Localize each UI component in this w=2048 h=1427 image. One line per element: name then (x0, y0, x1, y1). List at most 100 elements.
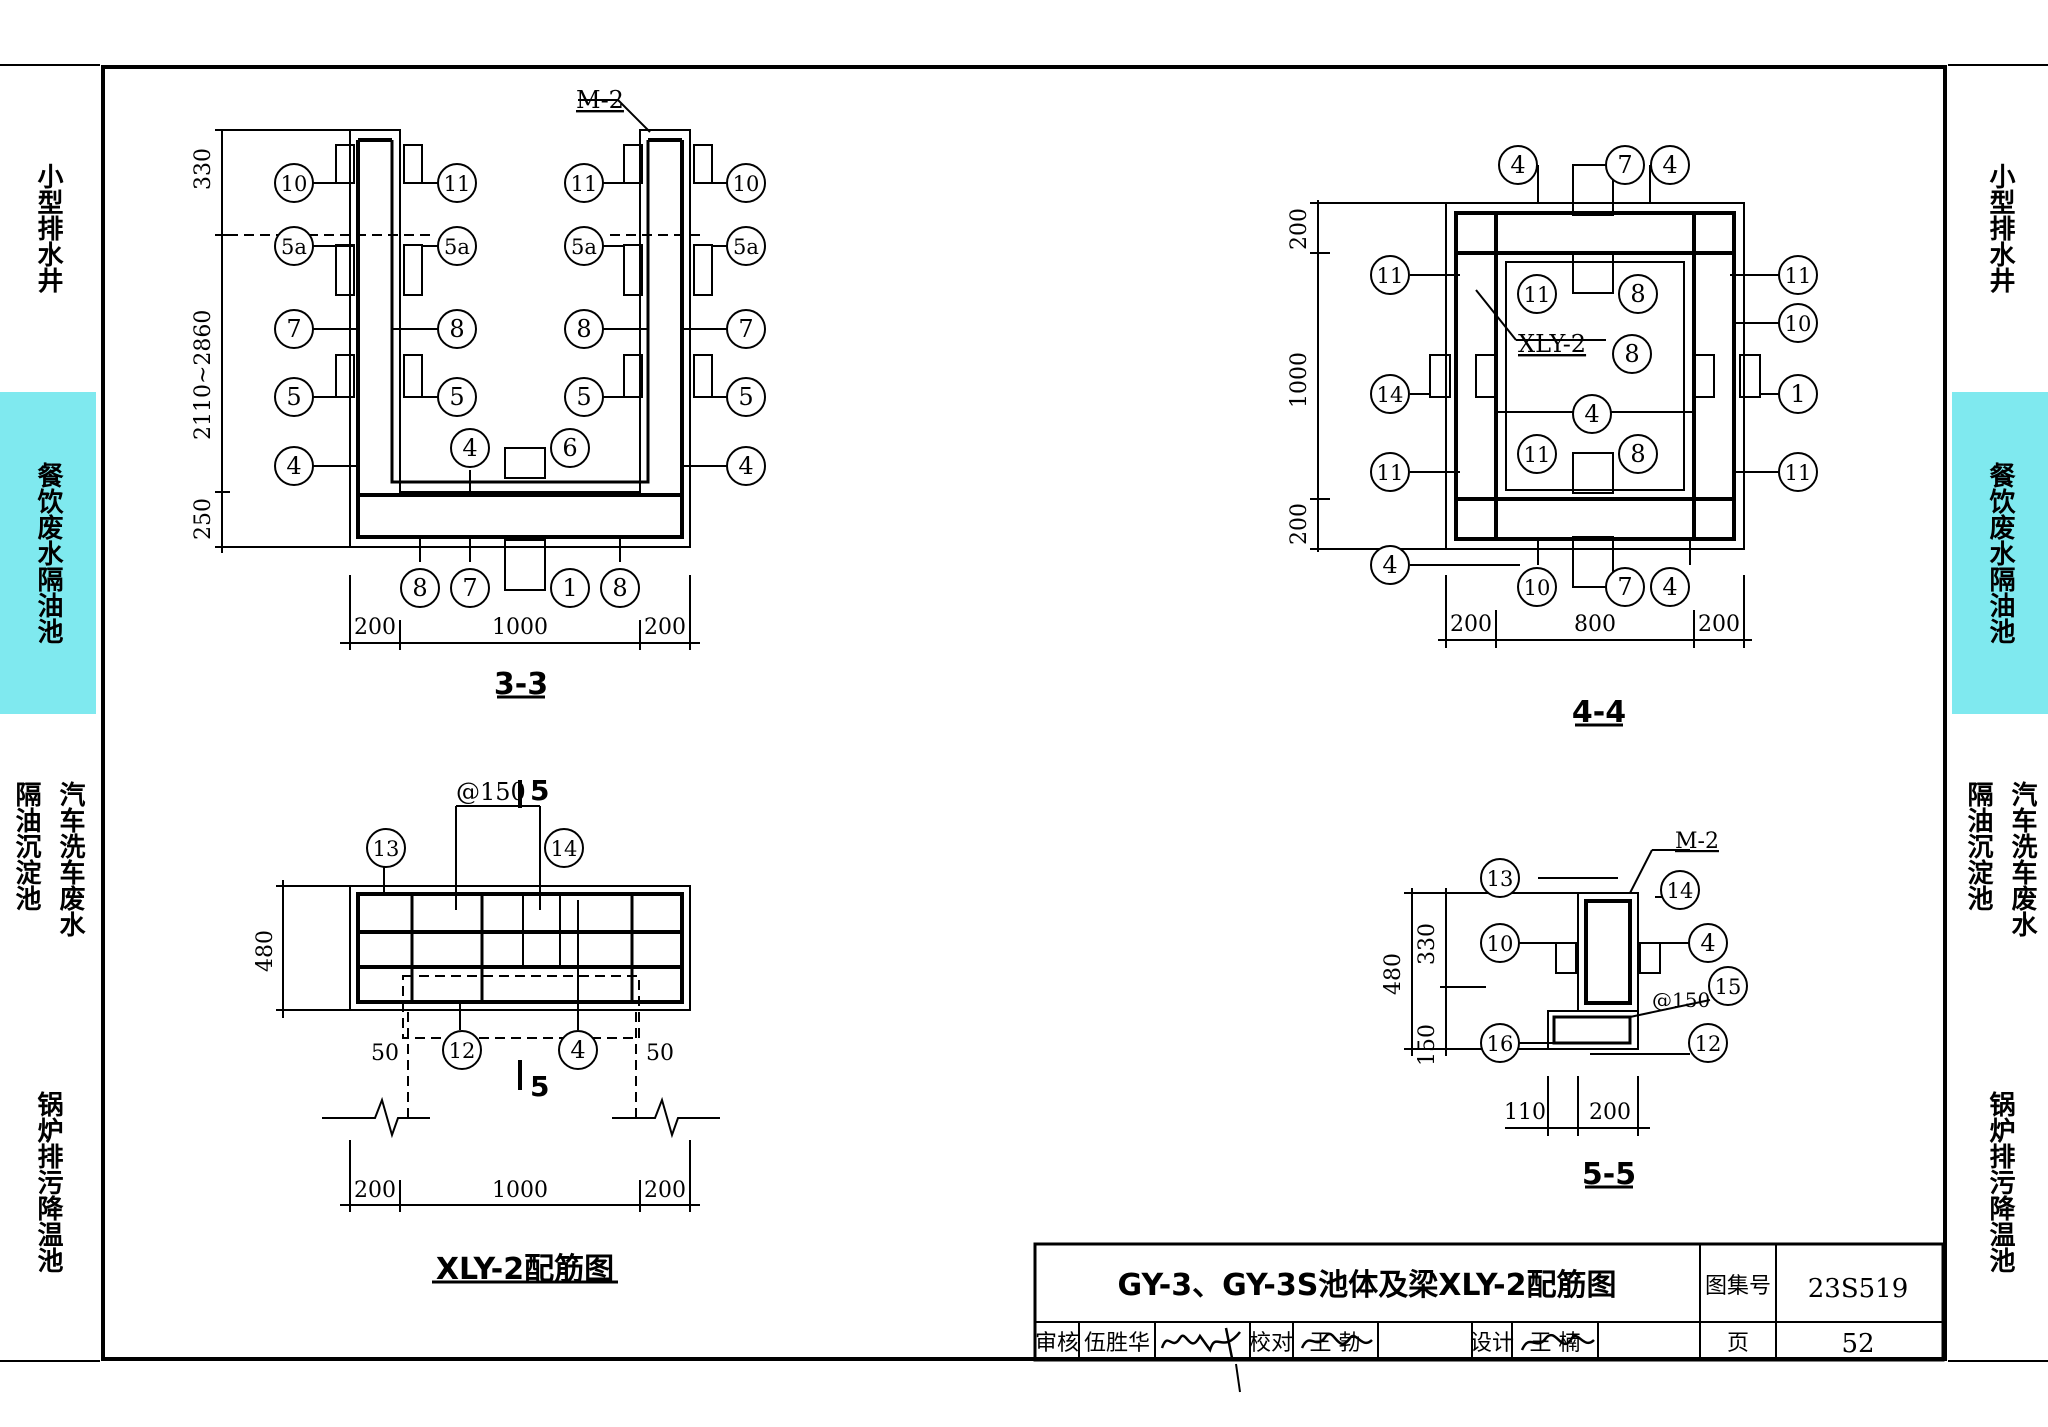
design-label: 设计 (1470, 1331, 1514, 1356)
rebar-callout: 7 (726, 309, 766, 349)
svg-text:1: 1 (562, 574, 577, 602)
drawing-title: GY-3、GY-3S池体及梁XLY-2配筋图 (1117, 1268, 1616, 1303)
rebar-callout: 14 (544, 828, 584, 868)
rebar-callout: 4 (274, 446, 314, 486)
rebar-callout: 8 (1618, 274, 1658, 314)
section-4-4 (1310, 164, 1780, 727)
svg-text:7: 7 (1617, 151, 1632, 179)
dim-label: 2110~2860 (191, 310, 216, 440)
tab-divider (1948, 1360, 2048, 1362)
tab-divider (1948, 64, 2048, 66)
rebar-callout: 5a (437, 226, 477, 266)
rebar-callout: 10 (1778, 303, 1818, 343)
checker-name: 王 勃 (1310, 1331, 1361, 1356)
rebar-callout: 10 (1480, 923, 1520, 963)
rebar-callout: 4 (1650, 567, 1690, 607)
spacing-label: @150 (456, 778, 526, 806)
rebar-callout: 14 (1660, 870, 1700, 910)
dim-label: 200 (1698, 612, 1740, 637)
svg-text:10: 10 (733, 172, 760, 196)
rebar-callout: 11 (564, 163, 604, 203)
svg-text:7: 7 (1617, 573, 1632, 601)
rebar-callout: 8 (1612, 334, 1652, 374)
svg-text:4: 4 (738, 452, 753, 480)
xly2-label: XLY-2 (1518, 330, 1586, 358)
svg-text:12: 12 (449, 1039, 476, 1063)
section-5-5 (1404, 849, 1711, 1189)
section-mark: 5 (530, 1070, 549, 1103)
dim-label: 150 (1415, 1024, 1440, 1066)
rebar-callout: 14 (1370, 374, 1410, 414)
svg-text:14: 14 (551, 837, 578, 861)
page-number: 52 (1841, 1329, 1874, 1359)
svg-text:16: 16 (1487, 1032, 1514, 1056)
svg-text:1: 1 (1790, 380, 1805, 408)
side-tab-label: 餐饮废水隔油池 (33, 462, 63, 644)
rebar-callout: 5a (564, 226, 604, 266)
rebar-callout: 4 (1572, 394, 1612, 434)
rebar-callout: 11 (437, 163, 477, 203)
rebar-callout: 8 (400, 568, 440, 608)
tab-divider (0, 1360, 100, 1362)
svg-text:5: 5 (449, 383, 464, 411)
svg-text:11: 11 (1785, 461, 1812, 485)
svg-text:8: 8 (1630, 440, 1645, 468)
svg-text:5: 5 (738, 383, 753, 411)
svg-text:13: 13 (373, 837, 400, 861)
svg-text:8: 8 (612, 574, 627, 602)
svg-text:8: 8 (1630, 280, 1645, 308)
dim-label: 200 (354, 615, 396, 640)
svg-text:14: 14 (1667, 879, 1694, 903)
side-tab-car-wash-sedimentation[interactable]: 汽车洗车废水隔油沉淀池 (0, 716, 96, 1002)
side-tab-boiler-blowdown-cooling[interactable]: 锅炉排污降温池 (0, 1004, 96, 1360)
rebar-callout: 11 (1778, 255, 1818, 295)
atlas-label: 图集号 (1705, 1274, 1771, 1299)
check-label: 校对 (1249, 1331, 1293, 1356)
svg-text:4: 4 (1700, 929, 1715, 957)
svg-text:11: 11 (1524, 283, 1551, 307)
svg-text:4: 4 (1510, 151, 1525, 179)
side-tab-small-drainage-well[interactable]: 小型排水井 (0, 66, 96, 390)
rebar-callout: 5 (726, 377, 766, 417)
rebar-callout: 8 (600, 568, 640, 608)
rebar-callout: 4 (1688, 923, 1728, 963)
side-tab-label: 汽车洗车废水 (55, 781, 85, 937)
svg-text:7: 7 (462, 574, 477, 602)
rebar-callout: 5a (726, 226, 766, 266)
rebar-callout: 8 (437, 309, 477, 349)
atlas-number: 23S519 (1808, 1274, 1909, 1304)
svg-text:5a: 5a (571, 235, 597, 259)
svg-text:11: 11 (571, 172, 598, 196)
review-label: 审核 (1035, 1331, 1079, 1356)
side-tab-car-wash-sedimentation[interactable]: 汽车洗车废水隔油沉淀池 (1952, 716, 2048, 1002)
svg-text:15: 15 (1715, 975, 1742, 999)
rebar-callout: 13 (1480, 858, 1520, 898)
dim-label: 480 (1381, 953, 1406, 995)
side-tab-label: 餐饮废水隔油池 (1985, 462, 2015, 644)
svg-text:10: 10 (281, 172, 308, 196)
side-tab-kitchen-grease-trap[interactable]: 餐饮废水隔油池 (0, 392, 96, 714)
svg-text:14: 14 (1377, 383, 1404, 407)
section-title-4-4: 4-4 (1572, 695, 1626, 730)
section-title-3-3: 3-3 (494, 667, 548, 702)
side-tab-label: 隔油沉淀池 (1963, 781, 1993, 911)
rebar-callout: 7 (1605, 145, 1645, 185)
dim-label: 50 (371, 1041, 399, 1066)
reviewer-name: 伍胜华 (1084, 1331, 1150, 1356)
svg-text:10: 10 (1487, 932, 1514, 956)
side-tab-label: 隔油沉淀池 (11, 781, 41, 911)
spacing-label: @150 (1652, 988, 1710, 1012)
rebar-callout: 6 (550, 428, 590, 468)
svg-text:4: 4 (462, 434, 477, 462)
side-tab-small-drainage-well[interactable]: 小型排水井 (1952, 66, 2048, 390)
dim-label: 200 (1287, 208, 1312, 250)
dim-label: 110 (1504, 1100, 1546, 1125)
rebar-callout: 4 (450, 428, 490, 468)
side-tab-boiler-blowdown-cooling[interactable]: 锅炉排污降温池 (1952, 1004, 2048, 1360)
rebar-callout: 7 (450, 568, 490, 608)
rebar-callout: 16 (1480, 1023, 1520, 1063)
dim-label: 480 (253, 930, 278, 972)
rebar-callout: 10 (274, 163, 314, 203)
side-tab-kitchen-grease-trap[interactable]: 餐饮废水隔油池 (1952, 392, 2048, 714)
